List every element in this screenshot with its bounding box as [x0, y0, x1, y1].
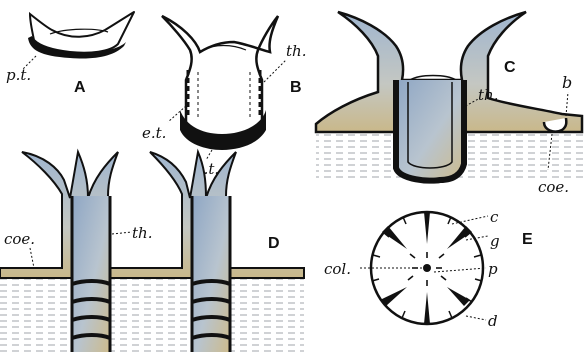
panel-e: c g E col. p d: [324, 208, 533, 330]
panel-d-th-leader: [112, 232, 132, 234]
panel-d-coe-leader: [30, 248, 34, 268]
panel-e-columella: [423, 264, 431, 272]
panel-d-right-column: [192, 196, 230, 352]
panel-a: p.t. A: [6, 12, 134, 96]
panel-b-th-label: th.: [286, 42, 306, 60]
panel-e-g-label: g: [490, 232, 500, 250]
panel-c-b-leader: [566, 92, 568, 116]
panel-a-pt-label: p.t.: [6, 66, 31, 84]
panel-e-letter: E: [522, 231, 533, 248]
panel-c-th-label: th.: [478, 86, 498, 104]
panel-d: coe. th. D: [0, 152, 304, 352]
panel-b-letter: B: [290, 79, 302, 96]
panel-d-body: [0, 152, 304, 278]
panel-d-sediment: [0, 270, 304, 352]
panel-d-th-label: th.: [132, 224, 152, 242]
panel-b-pt-leader: [206, 150, 212, 160]
panel-c-letter: C: [504, 59, 516, 76]
panel-a-body: [30, 12, 134, 53]
panel-e-col-label: col.: [324, 260, 351, 278]
panel-c-coe-label: coe.: [538, 178, 569, 196]
panel-d-left-column: [72, 196, 110, 352]
panel-e-c-label: c: [490, 208, 499, 226]
panel-e-d-label: d: [488, 312, 498, 330]
panel-c-b-label: b: [562, 73, 572, 92]
panel-d-coe-label: coe.: [4, 230, 35, 248]
panel-e-g-leader: [466, 236, 488, 240]
panel-b-et-label: e.t.: [142, 124, 166, 142]
panel-e-d-leader: [466, 316, 486, 320]
panel-b: th. e.t. B p.t.: [142, 16, 306, 178]
panel-c-theca: [396, 80, 464, 181]
panel-a-letter: A: [74, 79, 86, 96]
panel-c: th. C b coe.: [316, 12, 587, 196]
panel-e-p-label: p: [488, 260, 498, 278]
panel-b-th-leader: [264, 60, 286, 82]
panel-d-letter: D: [268, 235, 280, 252]
